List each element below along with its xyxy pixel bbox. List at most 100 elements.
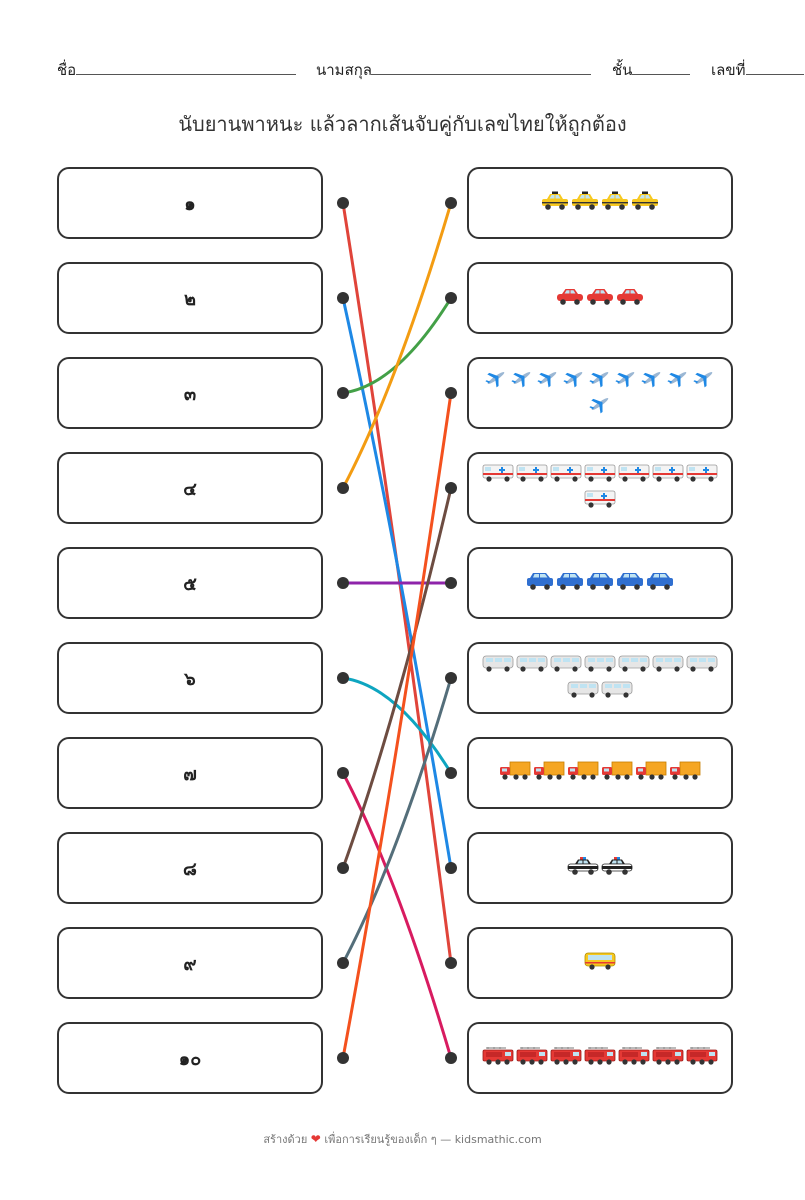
right-connector-dot[interactable]	[445, 577, 457, 589]
vehicle-box-4[interactable]	[467, 452, 733, 524]
heart-icon: ❤	[310, 1132, 321, 1146]
vehicle-box-10[interactable]	[467, 1022, 733, 1094]
suv-icon	[616, 571, 644, 595]
class-field[interactable]	[632, 74, 690, 75]
match-line-9[interactable]	[341, 676, 453, 965]
match-line-8[interactable]	[341, 486, 453, 870]
taxi-icon	[601, 191, 629, 215]
thai-number: ๑	[184, 193, 196, 215]
number-box-7[interactable]: ๗	[57, 737, 323, 809]
taxi-icon	[571, 191, 599, 215]
suv-icon	[646, 571, 674, 595]
match-line-4[interactable]	[341, 201, 453, 490]
surname-field[interactable]	[371, 74, 591, 75]
left-connector-dot[interactable]	[337, 482, 349, 494]
vehicle-box-3[interactable]	[467, 357, 733, 429]
vehicle-box-8[interactable]	[467, 832, 733, 904]
truck-icon	[567, 761, 599, 785]
left-connector-dot[interactable]	[337, 862, 349, 874]
fire-engine-icon	[686, 1046, 718, 1070]
truck-icon	[601, 761, 633, 785]
left-connector-dot[interactable]	[337, 957, 349, 969]
number-box-8[interactable]: ๘	[57, 832, 323, 904]
taxi-icon	[541, 191, 569, 215]
van-icon	[550, 653, 582, 677]
suv-icon	[526, 571, 554, 595]
match-line-7[interactable]	[341, 771, 453, 1060]
left-connector-dot[interactable]	[337, 1052, 349, 1064]
left-connector-dot[interactable]	[337, 672, 349, 684]
right-connector-dot[interactable]	[445, 387, 457, 399]
airplane-icon	[588, 394, 612, 418]
fire-engine-icon	[482, 1046, 514, 1070]
left-connector-dot[interactable]	[337, 767, 349, 779]
worksheet-title: นับยานพาหนะ แล้วลากเส้นจับคู่กับเลขไทยให…	[178, 112, 627, 136]
van-icon	[516, 653, 548, 677]
number-box-9[interactable]: ๙	[57, 927, 323, 999]
police-car-icon	[601, 856, 633, 880]
match-line-10[interactable]	[341, 391, 453, 1060]
left-connector-dot[interactable]	[337, 577, 349, 589]
vehicle-box-9[interactable]	[467, 927, 733, 999]
number-box-10[interactable]: ๑๐	[57, 1022, 323, 1094]
left-connector-dot[interactable]	[337, 387, 349, 399]
number-box-4[interactable]: ๔	[57, 452, 323, 524]
airplane-icon	[510, 368, 534, 392]
ambulance-icon	[584, 463, 616, 487]
number-label: เลขที่	[711, 61, 746, 79]
truck-icon	[669, 761, 701, 785]
suv-icon	[586, 571, 614, 595]
van-icon	[601, 679, 633, 703]
thai-number: ๒	[184, 288, 196, 310]
fire-engine-icon	[550, 1046, 582, 1070]
vehicle-box-5[interactable]	[467, 547, 733, 619]
vehicle-box-6[interactable]	[467, 642, 733, 714]
ambulance-icon	[482, 463, 514, 487]
left-connector-dot[interactable]	[337, 197, 349, 209]
right-connector-dot[interactable]	[445, 1052, 457, 1064]
airplane-icon	[614, 368, 638, 392]
vehicle-box-7[interactable]	[467, 737, 733, 809]
number-box-5[interactable]: ๕	[57, 547, 323, 619]
name-field[interactable]	[76, 74, 296, 75]
van-icon	[652, 653, 684, 677]
van-icon	[567, 679, 599, 703]
number-box-1[interactable]: ๑	[57, 167, 323, 239]
right-connector-dot[interactable]	[445, 862, 457, 874]
left-connector-dot[interactable]	[337, 292, 349, 304]
number-box-2[interactable]: ๒	[57, 262, 323, 334]
car-icon	[556, 286, 584, 310]
airplane-icon	[484, 368, 508, 392]
truck-icon	[635, 761, 667, 785]
right-connector-dot[interactable]	[445, 957, 457, 969]
thai-number: ๘	[183, 858, 197, 880]
right-connector-dot[interactable]	[445, 482, 457, 494]
number-box-3[interactable]: ๓	[57, 357, 323, 429]
fire-engine-icon	[618, 1046, 650, 1070]
van-icon	[686, 653, 718, 677]
car-icon	[616, 286, 644, 310]
airplane-icon	[666, 368, 690, 392]
van-icon	[618, 653, 650, 677]
right-connector-dot[interactable]	[445, 767, 457, 779]
match-line-6[interactable]	[341, 676, 453, 775]
match-line-2[interactable]	[341, 296, 453, 870]
vehicle-box-1[interactable]	[467, 167, 733, 239]
right-connector-dot[interactable]	[445, 292, 457, 304]
airplane-icon	[640, 368, 664, 392]
fire-engine-icon	[516, 1046, 548, 1070]
bus-icon	[584, 951, 616, 975]
right-connector-dot[interactable]	[445, 672, 457, 684]
vehicle-box-2[interactable]	[467, 262, 733, 334]
footer: สร้างด้วย ❤ เพื่อการเรียนรู้ของเด็ก ๆ — …	[0, 1130, 805, 1148]
police-car-icon	[567, 856, 599, 880]
name-label: ชื่อ	[57, 61, 77, 79]
right-connector-dot[interactable]	[445, 197, 457, 209]
fire-engine-icon	[652, 1046, 684, 1070]
number-field[interactable]	[746, 74, 804, 75]
airplane-icon	[562, 368, 586, 392]
ambulance-icon	[652, 463, 684, 487]
number-box-6[interactable]: ๖	[57, 642, 323, 714]
footer-prefix: สร้างด้วย	[263, 1133, 308, 1146]
